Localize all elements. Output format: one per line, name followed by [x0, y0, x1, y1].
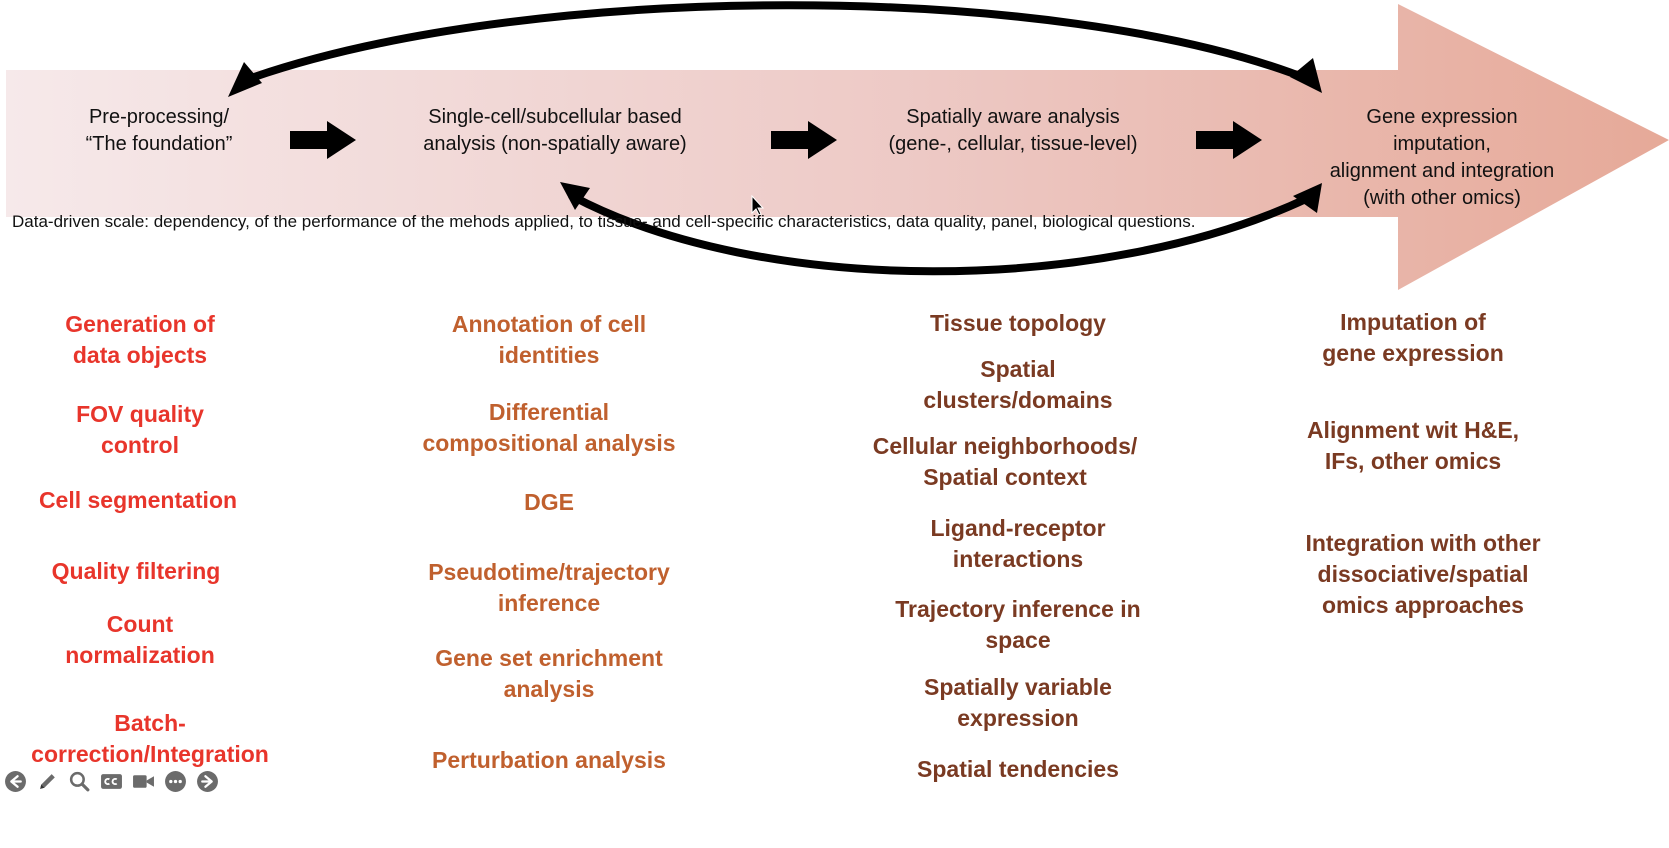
column-2-item: Pseudotime/trajectory inference — [428, 559, 670, 616]
step-arrow-3 — [1196, 121, 1262, 159]
column-3-item: Trajectory inference in space — [895, 596, 1141, 653]
zoom-icon[interactable] — [68, 770, 91, 793]
column-3-item: Tissue topology — [930, 310, 1106, 336]
feedback-arrowhead-left — [228, 62, 262, 97]
column-3-item: Cellular neighborhoods/ Spatial context — [872, 433, 1138, 490]
column-1-item: Generation of data objects — [65, 311, 215, 368]
column-2-item: Annotation of cell identities — [451, 311, 647, 368]
column-1-item: Quality filtering — [51, 558, 221, 584]
step-arrow-1 — [290, 121, 356, 159]
column-2-item: Differential compositional analysis — [422, 399, 676, 456]
column-3-item: Spatially variable expression — [924, 674, 1112, 731]
stage-single-cell-analysis: Single-cell/subcellular based analysis (… — [423, 106, 687, 155]
forward-arrow-icon[interactable] — [196, 770, 219, 793]
column-4-item: Alignment wit H&E, IFs, other omics — [1306, 417, 1520, 474]
feedback-arrowhead-bottom-right — [1293, 183, 1322, 213]
column-2-item: DGE — [524, 489, 574, 515]
video-camera-icon[interactable] — [132, 770, 155, 793]
stage-spatially-aware-analysis: Spatially aware analysis (gene-, cellula… — [888, 106, 1138, 155]
column-1-item: Cell segmentation — [38, 487, 238, 513]
step-arrow-2 — [771, 121, 837, 159]
data-driven-scale-caption: Data-driven scale: dependency, of the pe… — [12, 212, 1196, 231]
feedback-arrowhead-right — [1290, 58, 1322, 93]
back-arrow-icon[interactable] — [4, 770, 27, 793]
column-4-item: Imputation of gene expression — [1322, 309, 1504, 366]
column-1-item: FOV quality control — [76, 401, 204, 458]
presentation-toolbar — [4, 770, 219, 793]
feedback-arc-top — [236, 1, 1314, 86]
column-3-item: Spatial clusters/domains — [923, 356, 1113, 413]
stage-preprocessing: Pre-processing/ “The foundation” — [85, 106, 233, 155]
column-1-item: Batch- correction/Integration — [31, 710, 269, 767]
column-4-item: Integration with other dissociative/spat… — [1305, 530, 1541, 618]
column-2-item: Gene set enrichment analysis — [435, 645, 663, 702]
feedback-arc-bottom — [568, 192, 1312, 276]
column-3-item: Spatial tendencies — [917, 756, 1119, 782]
column-3-item: Ligand-receptor interactions — [930, 515, 1106, 572]
feedback-arrowhead-middle — [560, 182, 590, 210]
process-arrow — [6, 4, 1669, 290]
pen-icon[interactable] — [36, 770, 59, 793]
mouse-cursor — [751, 194, 765, 216]
column-1-item: Count normalization — [65, 611, 215, 668]
stage-imputation-integration: Gene expression imputation, alignment an… — [1329, 106, 1555, 209]
more-options-icon[interactable] — [164, 770, 187, 793]
column-2-item: Perturbation analysis — [432, 747, 666, 773]
closed-captions-icon[interactable] — [100, 770, 123, 793]
